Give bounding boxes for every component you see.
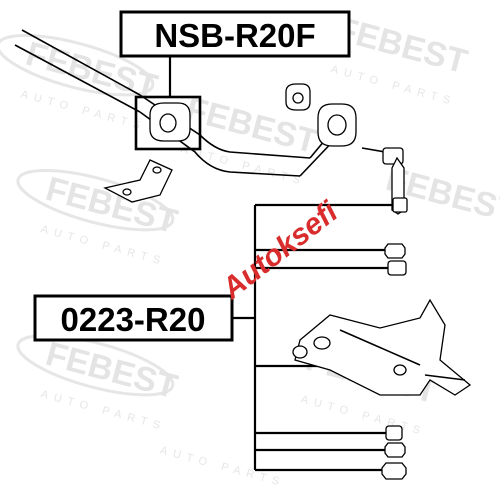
febest-watermark-pattern: FEBEST AUTO PARTS FEBEST AUTO PARTS FEBE… — [0, 10, 500, 490]
top-part-number: NSB-R20F — [154, 17, 315, 54]
nut-part — [384, 442, 406, 458]
nut-part — [381, 462, 407, 480]
lower-control-arm — [292, 298, 472, 396]
bushing-highlight-box — [134, 95, 202, 151]
bottom-part-number: 0223-R20 — [61, 301, 206, 338]
bar-end-bushing — [317, 103, 357, 147]
watermark-sub: AUTO PARTS — [159, 445, 287, 490]
mounting-bracket — [103, 159, 173, 203]
nut-part — [384, 243, 406, 259]
bushing-part — [387, 260, 407, 276]
part-label-nsb-r20f: NSB-R20F — [119, 10, 351, 58]
small-bushing — [285, 83, 311, 111]
stabilizer-link — [361, 147, 408, 215]
part-label-0223-r20: 0223-R20 — [33, 294, 234, 342]
bushing-part — [385, 425, 403, 441]
kit-parts — [381, 243, 407, 480]
